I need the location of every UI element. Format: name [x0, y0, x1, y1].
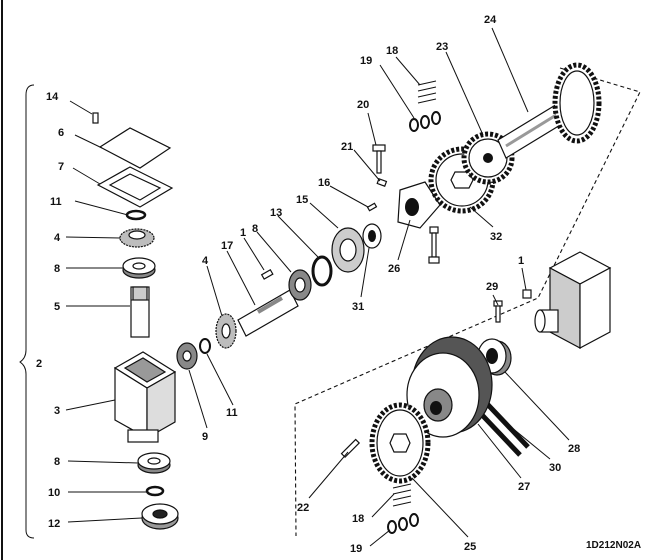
- callout-29: 29: [486, 281, 498, 293]
- callout-5: 5: [54, 301, 60, 313]
- bearing-part: [122, 257, 156, 279]
- callout-11: 11: [226, 407, 238, 419]
- sprocket-part: [369, 402, 431, 484]
- pinion-shaft-part: [130, 286, 150, 338]
- callout-9: 9: [202, 431, 208, 443]
- bolt-part: [340, 438, 361, 459]
- callout-15: 15: [296, 194, 308, 206]
- pulley-part: [406, 336, 493, 438]
- callout-19: 19: [350, 543, 362, 555]
- gearbox-part: [534, 251, 612, 349]
- gear-housing-part: [113, 351, 177, 443]
- callout-18: 18: [386, 45, 398, 57]
- drawing-reference: 1D212N02A: [586, 540, 641, 551]
- callout-26: 26: [388, 263, 400, 275]
- input-shaft-part: [237, 289, 299, 337]
- callout-4: 4: [54, 232, 61, 244]
- spring-washer-set-part: [387, 483, 419, 534]
- coupler-part: [477, 338, 512, 376]
- hub-part: [331, 227, 365, 273]
- callout-32: 32: [490, 231, 502, 243]
- callout-13: 13: [270, 207, 282, 219]
- pin-part: [366, 202, 378, 212]
- callout-8: 8: [54, 263, 60, 275]
- callout-10: 10: [48, 487, 60, 499]
- snap-ring-part: [145, 485, 165, 497]
- callout-8: 8: [252, 223, 258, 235]
- callout-16: 16: [318, 177, 330, 189]
- callout-1: 1: [518, 255, 524, 267]
- bearing-part: [176, 342, 198, 370]
- seal-part: [141, 503, 179, 530]
- snap-ring-part: [199, 338, 211, 354]
- callout-6: 6: [58, 127, 64, 139]
- callout-12: 12: [48, 518, 60, 530]
- callout-31: 31: [352, 301, 364, 313]
- leader-lines: [65, 27, 570, 547]
- callout-14: 14: [46, 91, 59, 103]
- callout-4: 4: [202, 255, 209, 267]
- key-part: [260, 268, 274, 280]
- cover-plate-part: [98, 127, 172, 169]
- callout-1: 1: [240, 227, 246, 239]
- snap-ring-part: [125, 209, 147, 221]
- callout-11: 11: [50, 196, 62, 208]
- retainer-ring-part: [311, 255, 333, 287]
- callout-19: 19: [360, 55, 372, 67]
- bearing-part: [288, 269, 312, 301]
- callout-20: 20: [357, 99, 369, 111]
- callout-28: 28: [568, 443, 580, 455]
- sprocket-part: [461, 131, 515, 185]
- bolt-part: [428, 226, 440, 264]
- bolt-part: [372, 144, 386, 174]
- callout-22: 22: [297, 502, 309, 514]
- gasket-part: [96, 166, 174, 208]
- bevel-gear-part: [215, 313, 237, 349]
- callout-7: 7: [58, 161, 64, 173]
- bevel-gear-part: [119, 228, 155, 248]
- callout-25: 25: [464, 541, 476, 553]
- callout-labels: 14 6 7 11 4 8 5 2 3 8 10 12 4 17 1 8 13 …: [36, 14, 641, 555]
- sprocket-hub-part: [397, 181, 441, 229]
- key-part: [522, 289, 532, 299]
- callout-17: 17: [221, 240, 233, 252]
- bearing-part: [137, 452, 171, 474]
- callout-18: 18: [352, 513, 364, 525]
- callout-21: 21: [341, 141, 353, 153]
- callout-24: 24: [484, 14, 497, 26]
- callout-27: 27: [518, 481, 530, 493]
- group-bracket: [19, 84, 35, 539]
- callout-23: 23: [436, 41, 448, 53]
- screw-part: [92, 112, 99, 124]
- callout-2: 2: [36, 358, 42, 370]
- callout-8: 8: [54, 456, 60, 468]
- spring-washer-set-part: [409, 80, 441, 132]
- callout-3: 3: [54, 405, 60, 417]
- callout-30: 30: [549, 462, 561, 474]
- drive-shaft-part: [497, 62, 602, 159]
- bolt-part: [493, 300, 503, 323]
- bushing-part: [362, 223, 382, 249]
